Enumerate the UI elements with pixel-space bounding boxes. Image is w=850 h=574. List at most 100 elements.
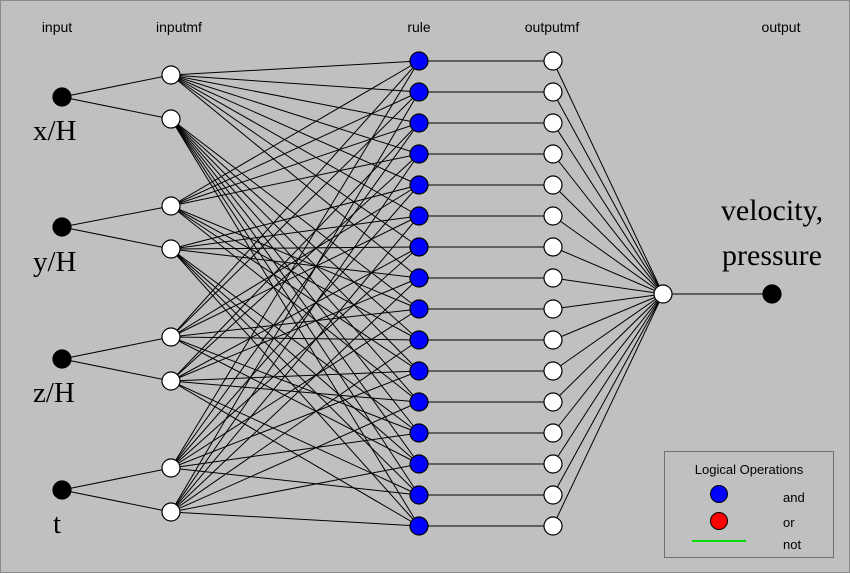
edge-input-to-inputmf xyxy=(61,96,172,120)
rule-node xyxy=(409,206,429,226)
outputmf-node xyxy=(543,206,563,226)
edge-outputmf-to-output xyxy=(552,215,664,295)
legend-and-dot xyxy=(710,485,728,503)
edge-inputmf-to-rule xyxy=(170,118,420,434)
edge-inputmf-to-rule xyxy=(170,205,420,310)
rule-node xyxy=(409,51,429,71)
edge-inputmf-to-rule xyxy=(170,205,420,341)
edge-inputmf-to-rule xyxy=(170,248,420,279)
edge-inputmf-to-rule xyxy=(170,336,420,434)
edge-inputmf-to-rule xyxy=(170,432,420,469)
edge-outputmf-to-output xyxy=(552,91,664,295)
legend-box: Logical Operations and or not xyxy=(664,451,834,558)
edge-inputmf-to-rule xyxy=(170,336,420,341)
edge-inputmf-to-rule xyxy=(170,118,420,403)
edge-inputmf-to-rule xyxy=(170,153,420,382)
edge-inputmf-to-rule xyxy=(170,184,420,469)
output-aggregate-node xyxy=(653,284,673,304)
rule-node xyxy=(409,144,429,164)
edge-outputmf-to-output xyxy=(552,293,664,341)
rule-node xyxy=(409,299,429,319)
inputmf-node xyxy=(161,502,181,522)
legend-title: Logical Operations xyxy=(694,462,804,477)
edge-inputmf-to-rule xyxy=(170,74,420,217)
edge-inputmf-to-rule xyxy=(170,511,420,527)
edge-inputmf-to-rule xyxy=(170,401,420,513)
outputmf-node xyxy=(543,485,563,505)
outputmf-node xyxy=(543,237,563,257)
edge-input-to-inputmf xyxy=(61,336,172,360)
edge-outputmf-to-output xyxy=(552,60,664,295)
outputmf-node xyxy=(543,392,563,412)
column-label-output: output xyxy=(761,19,801,35)
input-node xyxy=(52,217,72,237)
output-node xyxy=(762,284,782,304)
edge-inputmf-to-rule xyxy=(170,118,420,372)
edge-outputmf-to-output xyxy=(552,293,664,465)
edge-inputmf-to-rule xyxy=(170,380,420,496)
legend-or-dot xyxy=(710,512,728,530)
edge-inputmf-to-rule xyxy=(170,118,420,341)
edge-inputmf-to-rule xyxy=(170,248,420,465)
edge-inputmf-to-rule xyxy=(170,277,420,382)
input-label-t: t xyxy=(53,508,62,540)
edge-inputmf-to-rule xyxy=(170,60,420,76)
inputmf-node xyxy=(161,371,181,391)
outputmf-node xyxy=(543,361,563,381)
inputmf-node xyxy=(161,458,181,478)
rule-node xyxy=(409,268,429,288)
edge-inputmf-to-rule xyxy=(170,215,420,250)
edge-input-to-inputmf xyxy=(61,358,172,382)
rule-node xyxy=(409,82,429,102)
outputmf-node xyxy=(543,330,563,350)
edge-inputmf-to-rule xyxy=(170,74,420,186)
inputmf-node xyxy=(161,327,181,347)
nodes xyxy=(52,51,782,536)
edge-inputmf-to-rule xyxy=(170,74,420,124)
edge-inputmf-to-rule xyxy=(170,246,420,250)
input-node xyxy=(52,349,72,369)
edges xyxy=(61,60,772,527)
edge-inputmf-to-rule xyxy=(170,118,420,496)
edge-inputmf-to-rule xyxy=(170,339,420,513)
rule-node xyxy=(409,454,429,474)
output-label-line2: pressure xyxy=(722,239,822,272)
inputmf-node xyxy=(161,239,181,259)
edge-inputmf-to-rule xyxy=(170,118,420,527)
edge-input-to-inputmf xyxy=(61,226,172,250)
edge-outputmf-to-output xyxy=(552,293,664,496)
edge-inputmf-to-rule xyxy=(170,122,420,207)
inputmf-node xyxy=(161,65,181,85)
output-label-line1: velocity, xyxy=(720,194,824,227)
edge-inputmf-to-rule xyxy=(170,308,420,469)
edge-inputmf-to-rule xyxy=(170,74,420,279)
rule-node xyxy=(409,113,429,133)
outputmf-node xyxy=(543,82,563,102)
column-label-inputmf: inputmf xyxy=(156,19,202,35)
edge-inputmf-to-rule xyxy=(170,248,420,496)
rule-node xyxy=(409,516,429,536)
outputmf-node xyxy=(543,516,563,536)
inputmf-node xyxy=(161,196,181,216)
edge-inputmf-to-rule xyxy=(170,370,420,382)
edge-inputmf-to-rule xyxy=(170,248,420,434)
outputmf-node xyxy=(543,268,563,288)
edge-input-to-inputmf xyxy=(61,489,172,513)
edge-inputmf-to-rule xyxy=(170,60,420,207)
input-node xyxy=(52,480,72,500)
legend-and-label: and xyxy=(783,490,805,505)
outputmf-node xyxy=(543,423,563,443)
edge-input-to-inputmf xyxy=(61,205,172,228)
rule-node xyxy=(409,423,429,443)
outputmf-node xyxy=(543,144,563,164)
edge-inputmf-to-rule xyxy=(170,463,420,513)
edge-inputmf-to-rule xyxy=(170,74,420,93)
outputmf-node xyxy=(543,175,563,195)
rule-node xyxy=(409,175,429,195)
edge-inputmf-to-rule xyxy=(170,153,420,207)
edge-input-to-inputmf xyxy=(61,467,172,491)
edge-inputmf-to-rule xyxy=(170,74,420,248)
edge-inputmf-to-rule xyxy=(170,118,420,465)
